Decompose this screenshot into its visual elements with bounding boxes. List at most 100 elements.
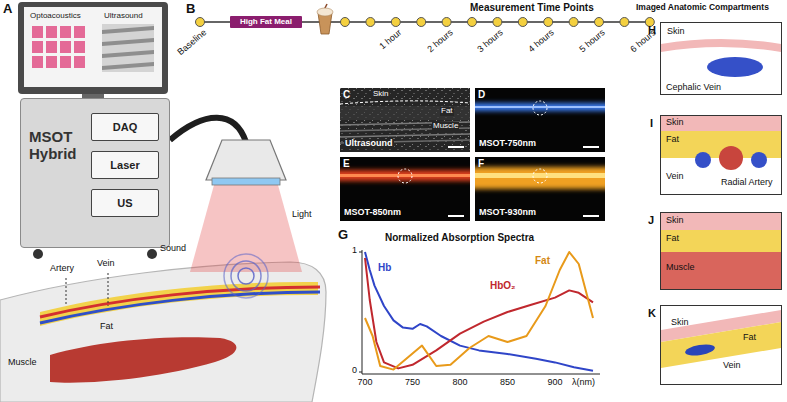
- skin-layer: [661, 213, 781, 230]
- optoacoustic-image: [32, 26, 85, 68]
- sound-wave: [238, 268, 254, 284]
- y-axis: [362, 250, 363, 374]
- cart-wheel: [147, 249, 157, 259]
- time-label: 3 hours: [476, 28, 505, 55]
- module-label: DAQ: [113, 121, 137, 133]
- time-points: [341, 18, 655, 27]
- module-label: Laser: [110, 159, 139, 171]
- signal-band: [340, 170, 470, 181]
- module-label: US: [117, 197, 132, 209]
- time-label: Baseline: [176, 28, 209, 58]
- leader-line: [66, 278, 67, 306]
- skin-line: [340, 101, 470, 104]
- panel-letter: D: [478, 89, 485, 100]
- oa-pixel: [60, 26, 71, 38]
- oa-pixel: [74, 41, 85, 53]
- axis-title: λ(nm): [572, 378, 595, 388]
- axis-tick-label: 700: [358, 378, 373, 388]
- panel-letter: A: [3, 2, 12, 16]
- fat-layer: [661, 322, 781, 368]
- image-label: Fat: [440, 107, 454, 116]
- muscle: [50, 337, 236, 383]
- muscle-echo: [340, 134, 470, 137]
- hb-spectrum: [365, 252, 593, 371]
- anatomy-label: Vein: [666, 172, 684, 182]
- time-point: [595, 18, 604, 27]
- vein: [40, 292, 320, 323]
- panel-letter: B: [186, 2, 195, 16]
- oa-pixel: [32, 26, 43, 38]
- leader-line: [108, 273, 109, 306]
- time-point: [620, 18, 629, 27]
- panel-letter: C: [343, 89, 350, 100]
- axis-tick-label: 900: [548, 378, 563, 388]
- anatomy-label: Artery: [50, 264, 74, 274]
- anatomy-label: Fat: [100, 322, 113, 332]
- fat-spectrum: [365, 252, 593, 370]
- sound-wave: [231, 261, 261, 291]
- oa-pixel: [46, 41, 57, 53]
- ultrasound-panel: SkinFatMuscleUltrasound: [340, 88, 470, 152]
- image-ground: [340, 157, 470, 221]
- module-box: Laser: [91, 151, 159, 179]
- muscle-layer: [661, 252, 781, 289]
- signal-label: Sound: [160, 244, 186, 254]
- oa-pixel: [60, 56, 71, 68]
- us-stripe: [102, 50, 154, 58]
- axis-tick-label: 1: [352, 246, 357, 256]
- time-point: [196, 18, 205, 27]
- us-ground: [102, 24, 154, 72]
- signal-line: [475, 173, 605, 178]
- anatomy-label: Skin: [671, 318, 689, 328]
- device-name: MSOT Hybrid: [29, 129, 91, 162]
- panel-letter: I: [650, 117, 653, 129]
- image-ground: [475, 88, 605, 152]
- msot-panel: MSOT-750nm: [475, 88, 605, 152]
- msot-750-image: [475, 88, 605, 152]
- time-label: 2 hours: [426, 28, 455, 55]
- x-axis: [362, 374, 600, 375]
- anatomy-label: Cephalic Vein: [666, 83, 721, 93]
- time-point: [493, 18, 502, 27]
- meal-bar: High Fat Meal: [230, 16, 302, 28]
- compartment-box: SkinFatVein: [660, 305, 782, 385]
- anatomy-label: Skin: [666, 118, 684, 128]
- anatomy-label: Skin: [667, 27, 685, 37]
- anatomy-label: Radial Artery: [721, 178, 773, 188]
- roi-circle: [533, 169, 547, 183]
- time-point: [569, 18, 578, 27]
- oa-pixel: [46, 56, 57, 68]
- skin-layer: [661, 39, 781, 52]
- axis-tick-label: 850: [500, 378, 515, 388]
- panel-letter: K: [648, 307, 656, 319]
- cephalic-vein: [707, 57, 763, 77]
- us-stripe: [102, 62, 154, 70]
- scale-bar: [448, 215, 464, 217]
- anatomy-label: Muscle: [8, 358, 37, 368]
- signal-label: Light: [292, 210, 312, 220]
- cart-wheel: [33, 249, 43, 259]
- image-label: Muscle: [432, 122, 459, 131]
- chart-title: Normalized Absorption Spectra: [385, 232, 534, 243]
- anatomy-label: Skin: [666, 216, 684, 226]
- time-point: [544, 18, 553, 27]
- scale-bar: [583, 215, 599, 217]
- oa-pixel: [74, 56, 85, 68]
- image-label: MSOT-750nm: [479, 139, 536, 149]
- vein-section: [751, 152, 767, 168]
- image-label: Skin: [372, 90, 390, 99]
- light-cone: [190, 185, 302, 272]
- series-label: HbO₂: [490, 280, 516, 291]
- compartment-box: SkinCephalic Vein: [660, 22, 782, 95]
- msot-panel: MSOT-930nm: [475, 157, 605, 221]
- vein-section: [695, 152, 711, 168]
- signal-band: [475, 103, 605, 111]
- artery-section: [719, 146, 743, 170]
- anatomy-label: Vein: [97, 259, 115, 269]
- milkshake-icon: [317, 4, 333, 34]
- oa-pixel: [74, 26, 85, 38]
- fat-layer: [661, 230, 781, 252]
- anatomy-label: Vein: [723, 361, 741, 371]
- tick: [359, 372, 362, 373]
- image-label: MSOT-930nm: [479, 208, 536, 218]
